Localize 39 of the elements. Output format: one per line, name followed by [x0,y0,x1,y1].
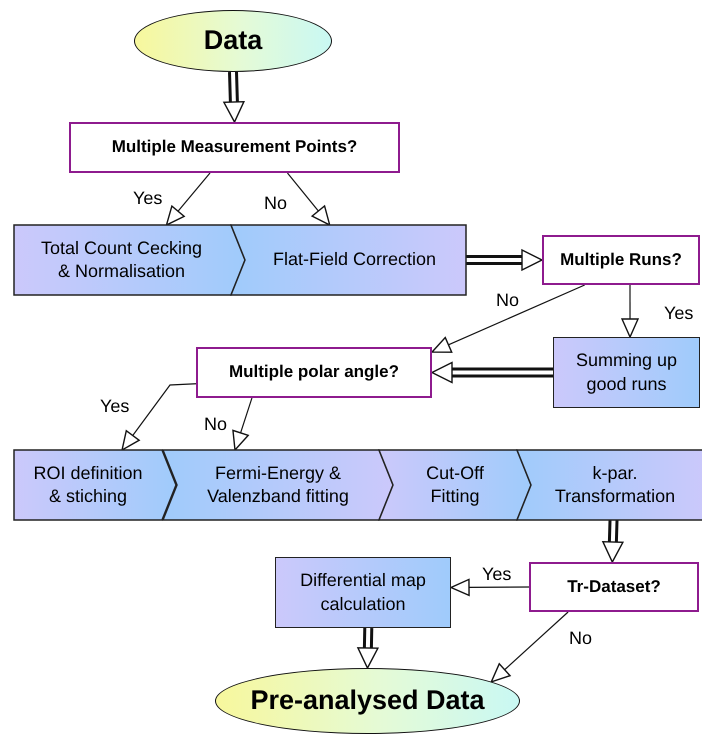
decision-box [69,122,400,173]
process-box [275,557,451,628]
decision-box [542,235,700,285]
node-label: Pre-analysed Data [250,684,485,718]
node-label: Differential map calculation [299,569,427,616]
arrow [450,578,529,596]
node-label: ROI definition & stiching [32,462,144,508]
node-label: Fermi-Energy & Valenzband fitting [206,462,350,508]
process-step [231,225,466,295]
node-label: Multiple Runs? [560,248,682,271]
node-label: Multiple polar angle? [228,361,399,384]
process-box [553,337,700,408]
double-line-arrow [602,518,624,563]
double-line-arrow [357,626,379,669]
arrow [490,612,568,683]
arrow [431,284,585,353]
node-label: Summing up good runs [574,349,678,396]
node-label: Total Count Cecking & Normalisation [40,236,204,283]
node-label: Multiple Measurement Points? [112,136,358,158]
double-line-arrow [464,249,543,271]
process-step [14,225,245,295]
arrow [621,285,639,338]
arrow [287,172,330,226]
node-label: Data [204,24,262,58]
decision-box [529,562,699,612]
decision-box [196,347,432,398]
process-step [379,450,531,520]
process-step [14,450,176,520]
node-label: Flat-Field Correction [272,248,436,272]
process-step [517,450,702,520]
arrow [232,398,252,451]
node-label: k-par. Transformation [554,462,676,508]
process-step [163,450,393,520]
arrow [166,172,210,226]
node-label: Cut-Off Fitting [425,462,485,508]
arrow [121,383,196,451]
double-line-arrow [223,70,245,123]
node-label: Tr-Dataset? [567,576,661,598]
double-line-arrow [431,362,554,384]
